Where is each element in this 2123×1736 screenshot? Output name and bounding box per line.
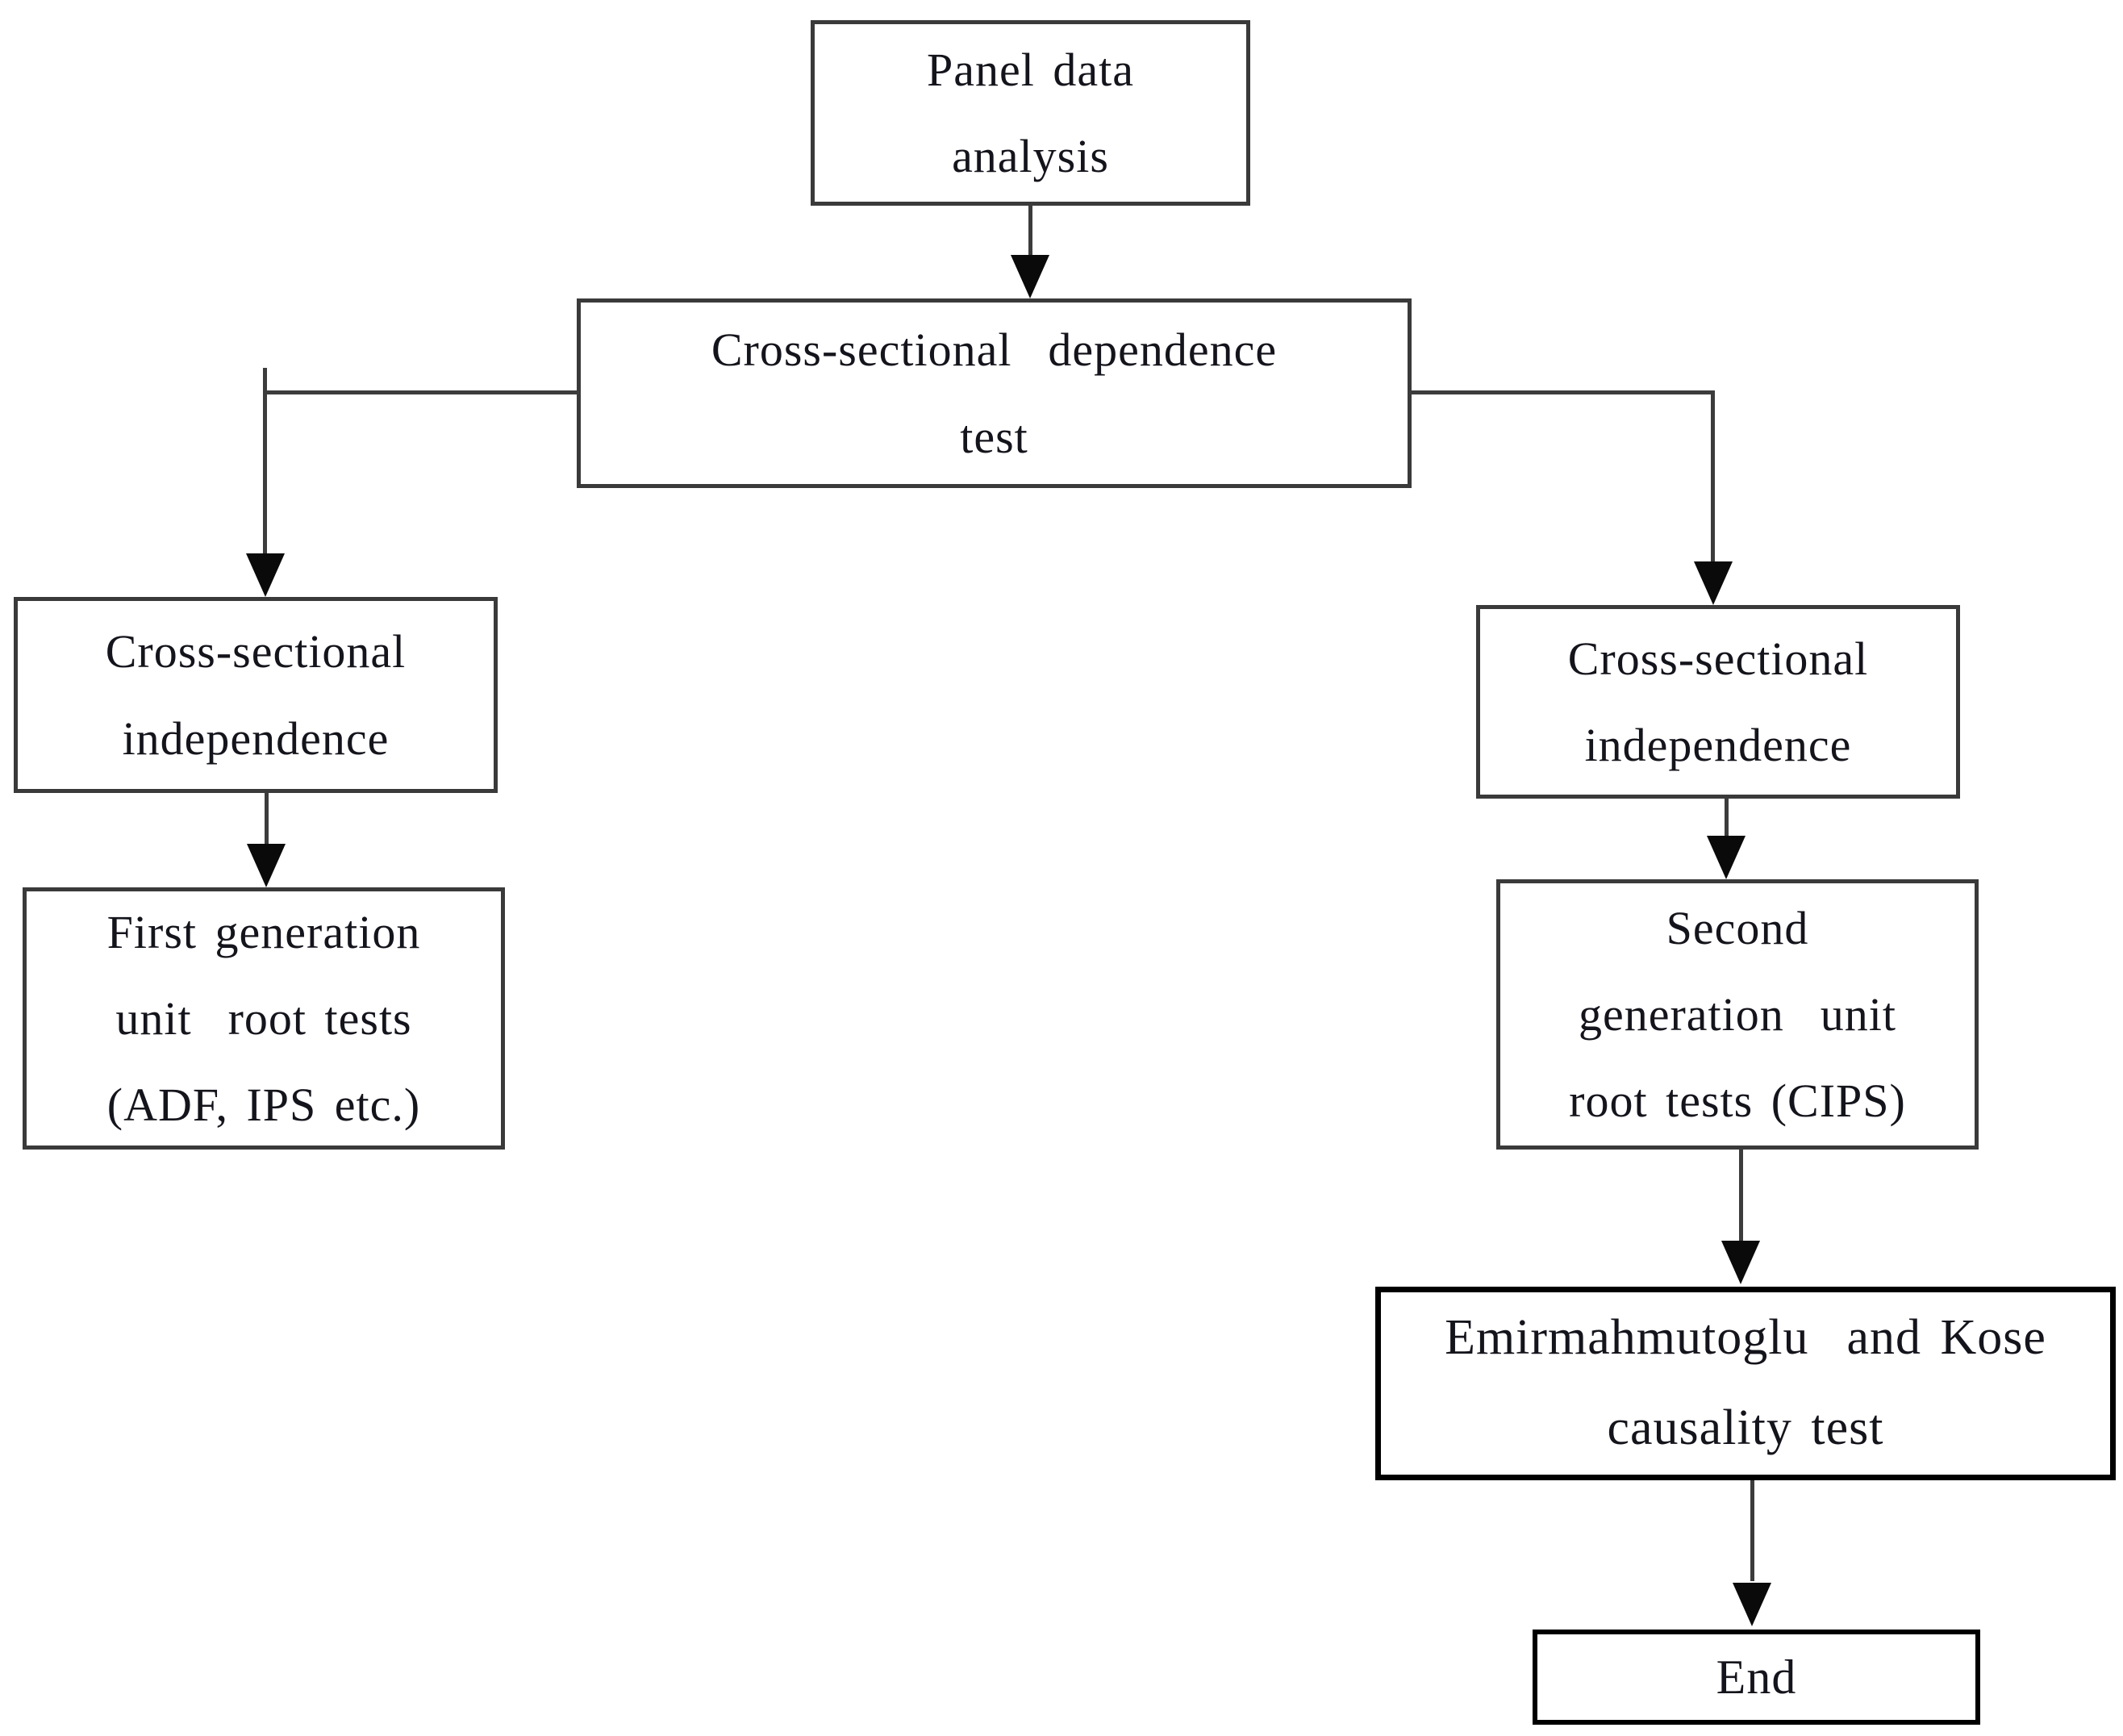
arrowhead-causality-to-end <box>1733 1583 1771 1626</box>
node-cross-sectional-independence-left-label: Cross-sectional independence <box>105 625 407 765</box>
node-end-label: End <box>1716 1650 1797 1704</box>
node-cross-sectional-independence-left: Cross-sectional independence <box>14 597 498 793</box>
arrowhead-independence-to-second-generation <box>1707 836 1746 879</box>
arrowhead-left-branch-to-independence <box>246 553 285 597</box>
arrowhead-panel-to-dependence-test <box>1011 255 1049 298</box>
node-second-generation-unit-root-tests: Second generation unit root tests (CIPS) <box>1496 879 1979 1150</box>
node-second-generation-unit-root-tests-label: Second generation unit root tests (CIPS) <box>1569 901 1906 1128</box>
node-cross-sectional-dependence-test-label: Cross-sectional dependence test <box>711 323 1278 463</box>
node-first-generation-unit-root-tests-label: First generation unit root tests (ADF, I… <box>106 905 421 1132</box>
node-panel-data-analysis: Panel data analysis <box>811 20 1250 206</box>
connector-left-branch-corner-tick <box>263 368 267 392</box>
connector-left-branch-horizontal-line <box>263 390 579 394</box>
node-cross-sectional-dependence-test: Cross-sectional dependence test <box>577 298 1412 488</box>
node-emirmahmutoglu-kose-causality-test-label: Emirmahmutoglu and Kose causality test <box>1445 1310 2046 1455</box>
connector-causality-to-end-line <box>1750 1480 1754 1581</box>
connector-second-generation-to-causality-line <box>1739 1150 1743 1242</box>
node-panel-data-analysis-label: Panel data analysis <box>927 43 1134 182</box>
arrowhead-second-generation-to-causality <box>1721 1241 1760 1284</box>
node-cross-sectional-independence-right-label: Cross-sectional independence <box>1567 632 1869 771</box>
arrowhead-independence-to-first-generation <box>247 844 286 887</box>
node-end: End <box>1533 1630 1980 1725</box>
connector-left-branch-vertical-line <box>263 390 267 557</box>
node-emirmahmutoglu-kose-causality-test: Emirmahmutoglu and Kose causality test <box>1375 1287 2116 1480</box>
arrowhead-right-branch-to-independence <box>1694 561 1733 605</box>
node-first-generation-unit-root-tests: First generation unit root tests (ADF, I… <box>23 887 505 1150</box>
connector-panel-to-dependence-test-line <box>1028 206 1032 259</box>
connector-independence-to-second-generation-line <box>1725 799 1729 837</box>
node-cross-sectional-independence-right: Cross-sectional independence <box>1476 605 1960 799</box>
connector-independence-to-first-generation-line <box>265 793 269 846</box>
connector-right-branch-vertical-line <box>1711 390 1715 563</box>
connector-right-branch-horizontal-line <box>1409 390 1713 394</box>
